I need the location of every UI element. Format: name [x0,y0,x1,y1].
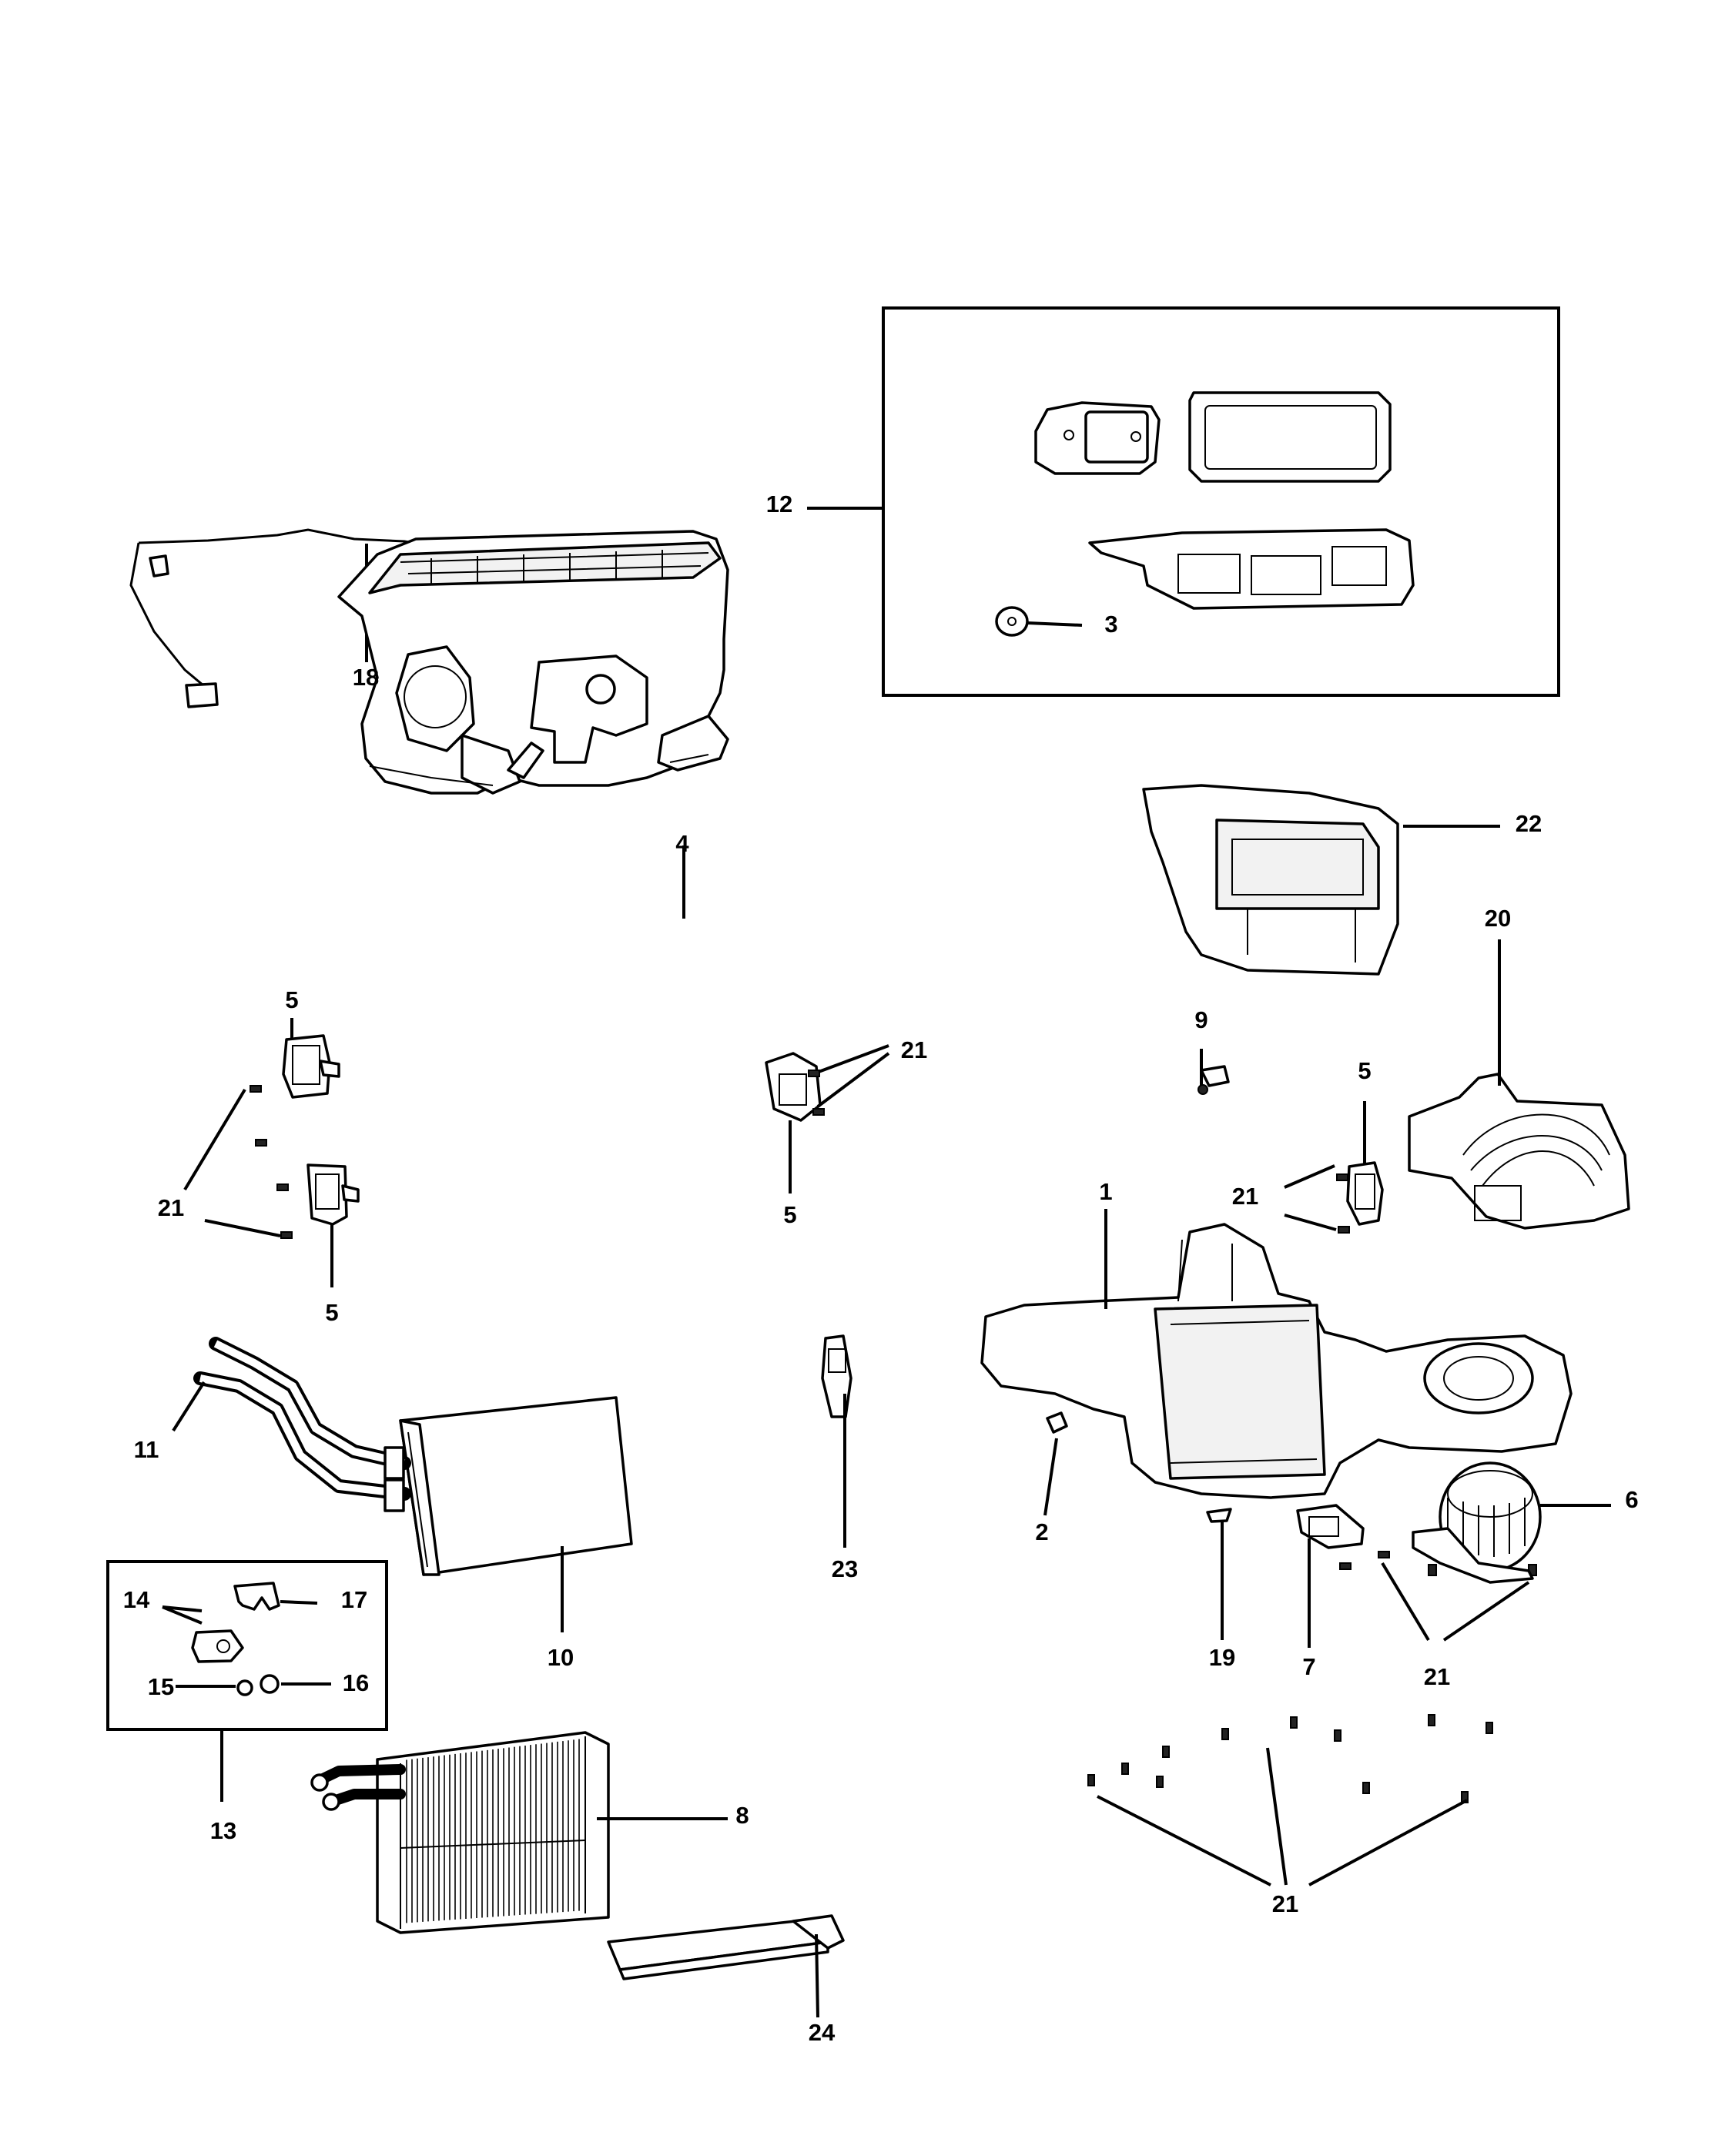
heater-pipes-11 [193,1337,411,1512]
callout-16: 16 [343,1669,369,1696]
callout-4: 4 [675,830,689,857]
evaporator-8 [376,1731,610,1934]
part-23 [821,1334,852,1418]
heater-core-10 [399,1396,633,1576]
screws-21 [250,1070,1537,1576]
valve-kit-parts [191,1582,280,1696]
callout-10: 10 [548,1644,574,1671]
lower-housing-1 [980,1223,1573,1499]
callout-21-mid-right: 21 [1232,1183,1258,1210]
callout-21-blower: 21 [1424,1663,1450,1690]
part-2 [1046,1411,1068,1434]
evaporator-fins [406,1739,580,1923]
callout-5-lower-left: 5 [325,1299,338,1326]
callout-11: 11 [134,1436,159,1463]
callout-21-right-actuator: 21 [901,1036,927,1063]
callout-1: 1 [1099,1178,1112,1205]
part-19 [1206,1508,1232,1523]
duct-housing-22 [1142,784,1399,976]
callout-3: 3 [1104,611,1117,638]
callout-21-floor: 21 [1272,1890,1298,1917]
callout-17: 17 [341,1586,367,1613]
actuator-5-lower-left [306,1163,360,1226]
blower-motor-6 [1412,1461,1542,1584]
kit-grommet [995,606,1029,637]
kit-12-frame [882,306,1560,697]
callout-13: 13 [210,1817,236,1844]
actuator-5-right-of-housing [765,1052,822,1122]
kit-13-frame [106,1560,388,1731]
callout-12: 12 [766,490,792,517]
callout-8: 8 [735,1802,749,1829]
kit-duct-plate [1088,528,1415,610]
kit-rectangular-seal [1188,391,1392,483]
callout-labels: 1 2 3 4 5 5 5 5 6 7 8 9 10 11 12 13 14 1… [123,490,1639,2046]
callout-5-center: 5 [783,1201,796,1228]
callout-7: 7 [1302,1653,1315,1680]
hvac-housing-4 [337,530,729,795]
callout-20: 20 [1485,905,1511,932]
callout-19: 19 [1209,1644,1235,1671]
floor-fasteners-21 [1087,1714,1493,1803]
callout-5-right: 5 [1358,1057,1371,1084]
callout-21-left: 21 [158,1194,184,1221]
callout-5-upper-left: 5 [285,986,298,1013]
callout-6: 6 [1625,1486,1638,1513]
callout-22: 22 [1516,810,1542,837]
callout-2: 2 [1035,1518,1048,1545]
blower-housing-20 [1408,1073,1630,1230]
callout-24: 24 [809,2019,836,2046]
callout-18: 18 [353,664,379,691]
actuator-5-upper-left [282,1034,340,1099]
actuator-5-right-side [1346,1161,1384,1226]
evaporator-tubes [310,1764,406,1811]
callout-23: 23 [832,1555,858,1582]
kit-seal-bracket [1034,401,1161,475]
callout-14: 14 [123,1586,150,1613]
callout-9: 9 [1194,1006,1208,1033]
part-7 [1296,1504,1365,1549]
callout-15: 15 [148,1673,174,1700]
filter-24 [607,1914,845,1980]
